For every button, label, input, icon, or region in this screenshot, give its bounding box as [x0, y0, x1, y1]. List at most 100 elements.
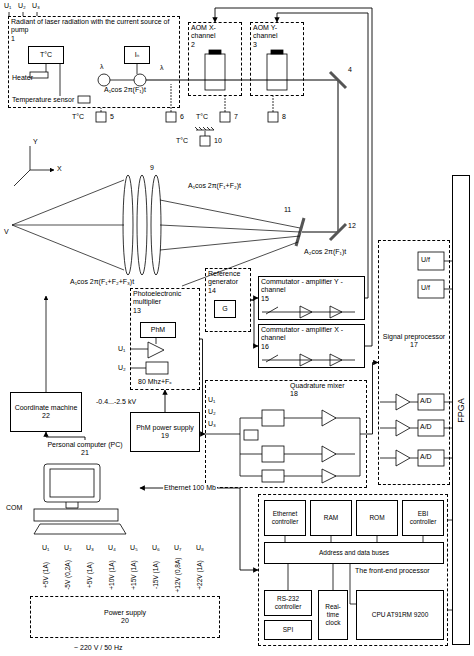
callout-label: A₂cos 2π(F₁)t — [304, 248, 346, 256]
callout-label: 5 — [110, 113, 114, 121]
node-label: 19 — [161, 432, 169, 440]
callout-label: U₄ — [108, 544, 116, 552]
node-label: 3 — [253, 41, 301, 49]
text-block: ROM — [357, 501, 397, 535]
callout-label: A/D — [420, 453, 432, 461]
node-label: SPI — [283, 626, 293, 634]
callout-label: U₂ — [64, 544, 72, 552]
signal-wire — [277, 13, 368, 298]
callout-label: U/f — [421, 256, 430, 264]
text-block: Radiant of laser radiation with the curr… — [9, 17, 179, 44]
callout-label: A₁cos 2π(F₁)t — [104, 86, 146, 94]
callout-label: U₆ — [152, 544, 160, 552]
callout-label: Temperature sensor — [12, 96, 74, 104]
node-label: 16 — [261, 343, 362, 351]
node-label: 1 — [11, 35, 177, 43]
voltage-label: -15V (1A) — [152, 561, 160, 589]
clock-box: Real-time clock — [318, 590, 348, 640]
power-supply-box: PhM power supply19 — [130, 412, 200, 452]
node-label: RAM — [324, 514, 338, 522]
text-block: Ethernet controller — [265, 501, 305, 535]
node-label: AOM Y- channel — [253, 24, 301, 41]
text-block: Commutator - amplifier X - channel16 — [259, 325, 364, 352]
edge-label: Ethernet 100 Mb — [163, 484, 217, 492]
node-label: Photoelectronic multiplier — [133, 290, 197, 307]
signal-wire — [165, 390, 166, 412]
text-block: EBI controller — [403, 501, 443, 535]
controller-box: RS-232 controller — [264, 590, 312, 616]
text-block: PhM — [141, 323, 175, 337]
callout-label: 6 — [180, 113, 184, 121]
voltage-label: +10V (1A) — [108, 560, 116, 589]
generator-box: Reference generator14G — [205, 268, 251, 332]
callout-label: A/D — [420, 397, 432, 405]
callout-label: U₁ — [118, 345, 125, 353]
signal-wire — [46, 432, 85, 440]
callout-label: 10 — [214, 137, 222, 145]
voltage-label: +5V (1A) — [86, 562, 94, 588]
memory-box: ROM — [356, 500, 398, 536]
node-label: AOM X- channel — [191, 24, 239, 41]
node-label: 18 — [290, 390, 364, 398]
node-label: 22 — [42, 412, 50, 420]
thermostat-box: T°C — [28, 46, 64, 64]
phm-box: PhM — [140, 322, 176, 338]
preprocessor-box: Signal preprocessor17 — [378, 240, 450, 485]
processor-box: The front-end processor Ethernet controll… — [258, 494, 448, 646]
text-block: SPI — [265, 621, 311, 639]
callout-label: A₁cos 2π(F₁+F₂+F₃)t — [70, 278, 134, 286]
callout-label: 9 — [150, 164, 154, 172]
text-block: T°C — [29, 47, 63, 63]
callout-label: ~ 220 V / 50 Hz — [74, 644, 122, 652]
callout-label: T°C — [196, 113, 208, 121]
voltage-label: +12V (0,8A) — [174, 558, 182, 593]
controller-box: EBI controller — [402, 500, 444, 536]
node-label: Reference generator — [208, 270, 248, 287]
node-label: 20 — [121, 617, 129, 625]
node-label: RS-232 controller — [267, 595, 309, 611]
node-label: 21 — [32, 449, 138, 457]
node-label: The front-end processor — [355, 567, 445, 575]
machine-box: Coordinate machine22 — [10, 392, 82, 432]
text-block: FPGA — [453, 176, 469, 644]
controller-box: Ethernet controller — [264, 500, 306, 536]
callout-label: A/D — [420, 423, 432, 431]
laser-source-box: Radiant of laser radiation with the curr… — [8, 16, 180, 108]
node-label: Ethernet controller — [267, 510, 303, 526]
callout-label: U₁ — [4, 2, 11, 10]
callout-label: U₁ — [42, 544, 49, 552]
text-block: Photoelectronic multiplier13 — [131, 289, 199, 316]
bus-box: Address and data buses — [264, 542, 444, 564]
text-block: AOM X- channel2 — [189, 23, 241, 50]
callout-label: λ — [100, 63, 104, 71]
voltage-label: +15V (1A) — [130, 560, 138, 589]
node-label: Address and data buses — [319, 549, 389, 557]
node-label: EBI controller — [405, 510, 441, 526]
callout-label: U₃ — [86, 544, 94, 552]
text-block: Signal preprocessor17 — [379, 241, 449, 351]
text-block: Reference generator14 — [206, 269, 250, 296]
text-block: CPU AT91RM 9200 — [357, 591, 443, 639]
callout-label: U₃ — [208, 420, 216, 428]
aom-box: AOM X- channel2 — [188, 22, 242, 96]
node-label: Power supply — [104, 609, 146, 617]
node-label: G — [222, 305, 227, 313]
signal-wire — [215, 8, 372, 346]
node-label: Real-time clock — [321, 603, 345, 626]
voltage-label: -5V (0,2A) — [64, 560, 72, 590]
text-block: Coordinate machine22 — [11, 393, 81, 431]
callout-label: X — [57, 165, 62, 173]
signal-wire — [140, 488, 258, 570]
mixer-box: Quadrature mixer18 — [205, 380, 367, 488]
node-label: T°C — [40, 51, 52, 59]
interface-box: SPI — [264, 620, 312, 640]
callout-label: 4 — [348, 66, 352, 74]
callout-label: U₈ — [196, 544, 204, 552]
commutator-box: Commutator - amplifier X - channel16 — [258, 324, 365, 368]
node-label: 15 — [261, 295, 362, 303]
text-block: G — [215, 301, 235, 317]
callout-label: U₂ — [18, 2, 26, 10]
oscillator-box: G — [214, 300, 236, 318]
callout-label: Y — [33, 138, 38, 146]
node-label: Commutator - amplifier X - channel — [261, 326, 362, 343]
